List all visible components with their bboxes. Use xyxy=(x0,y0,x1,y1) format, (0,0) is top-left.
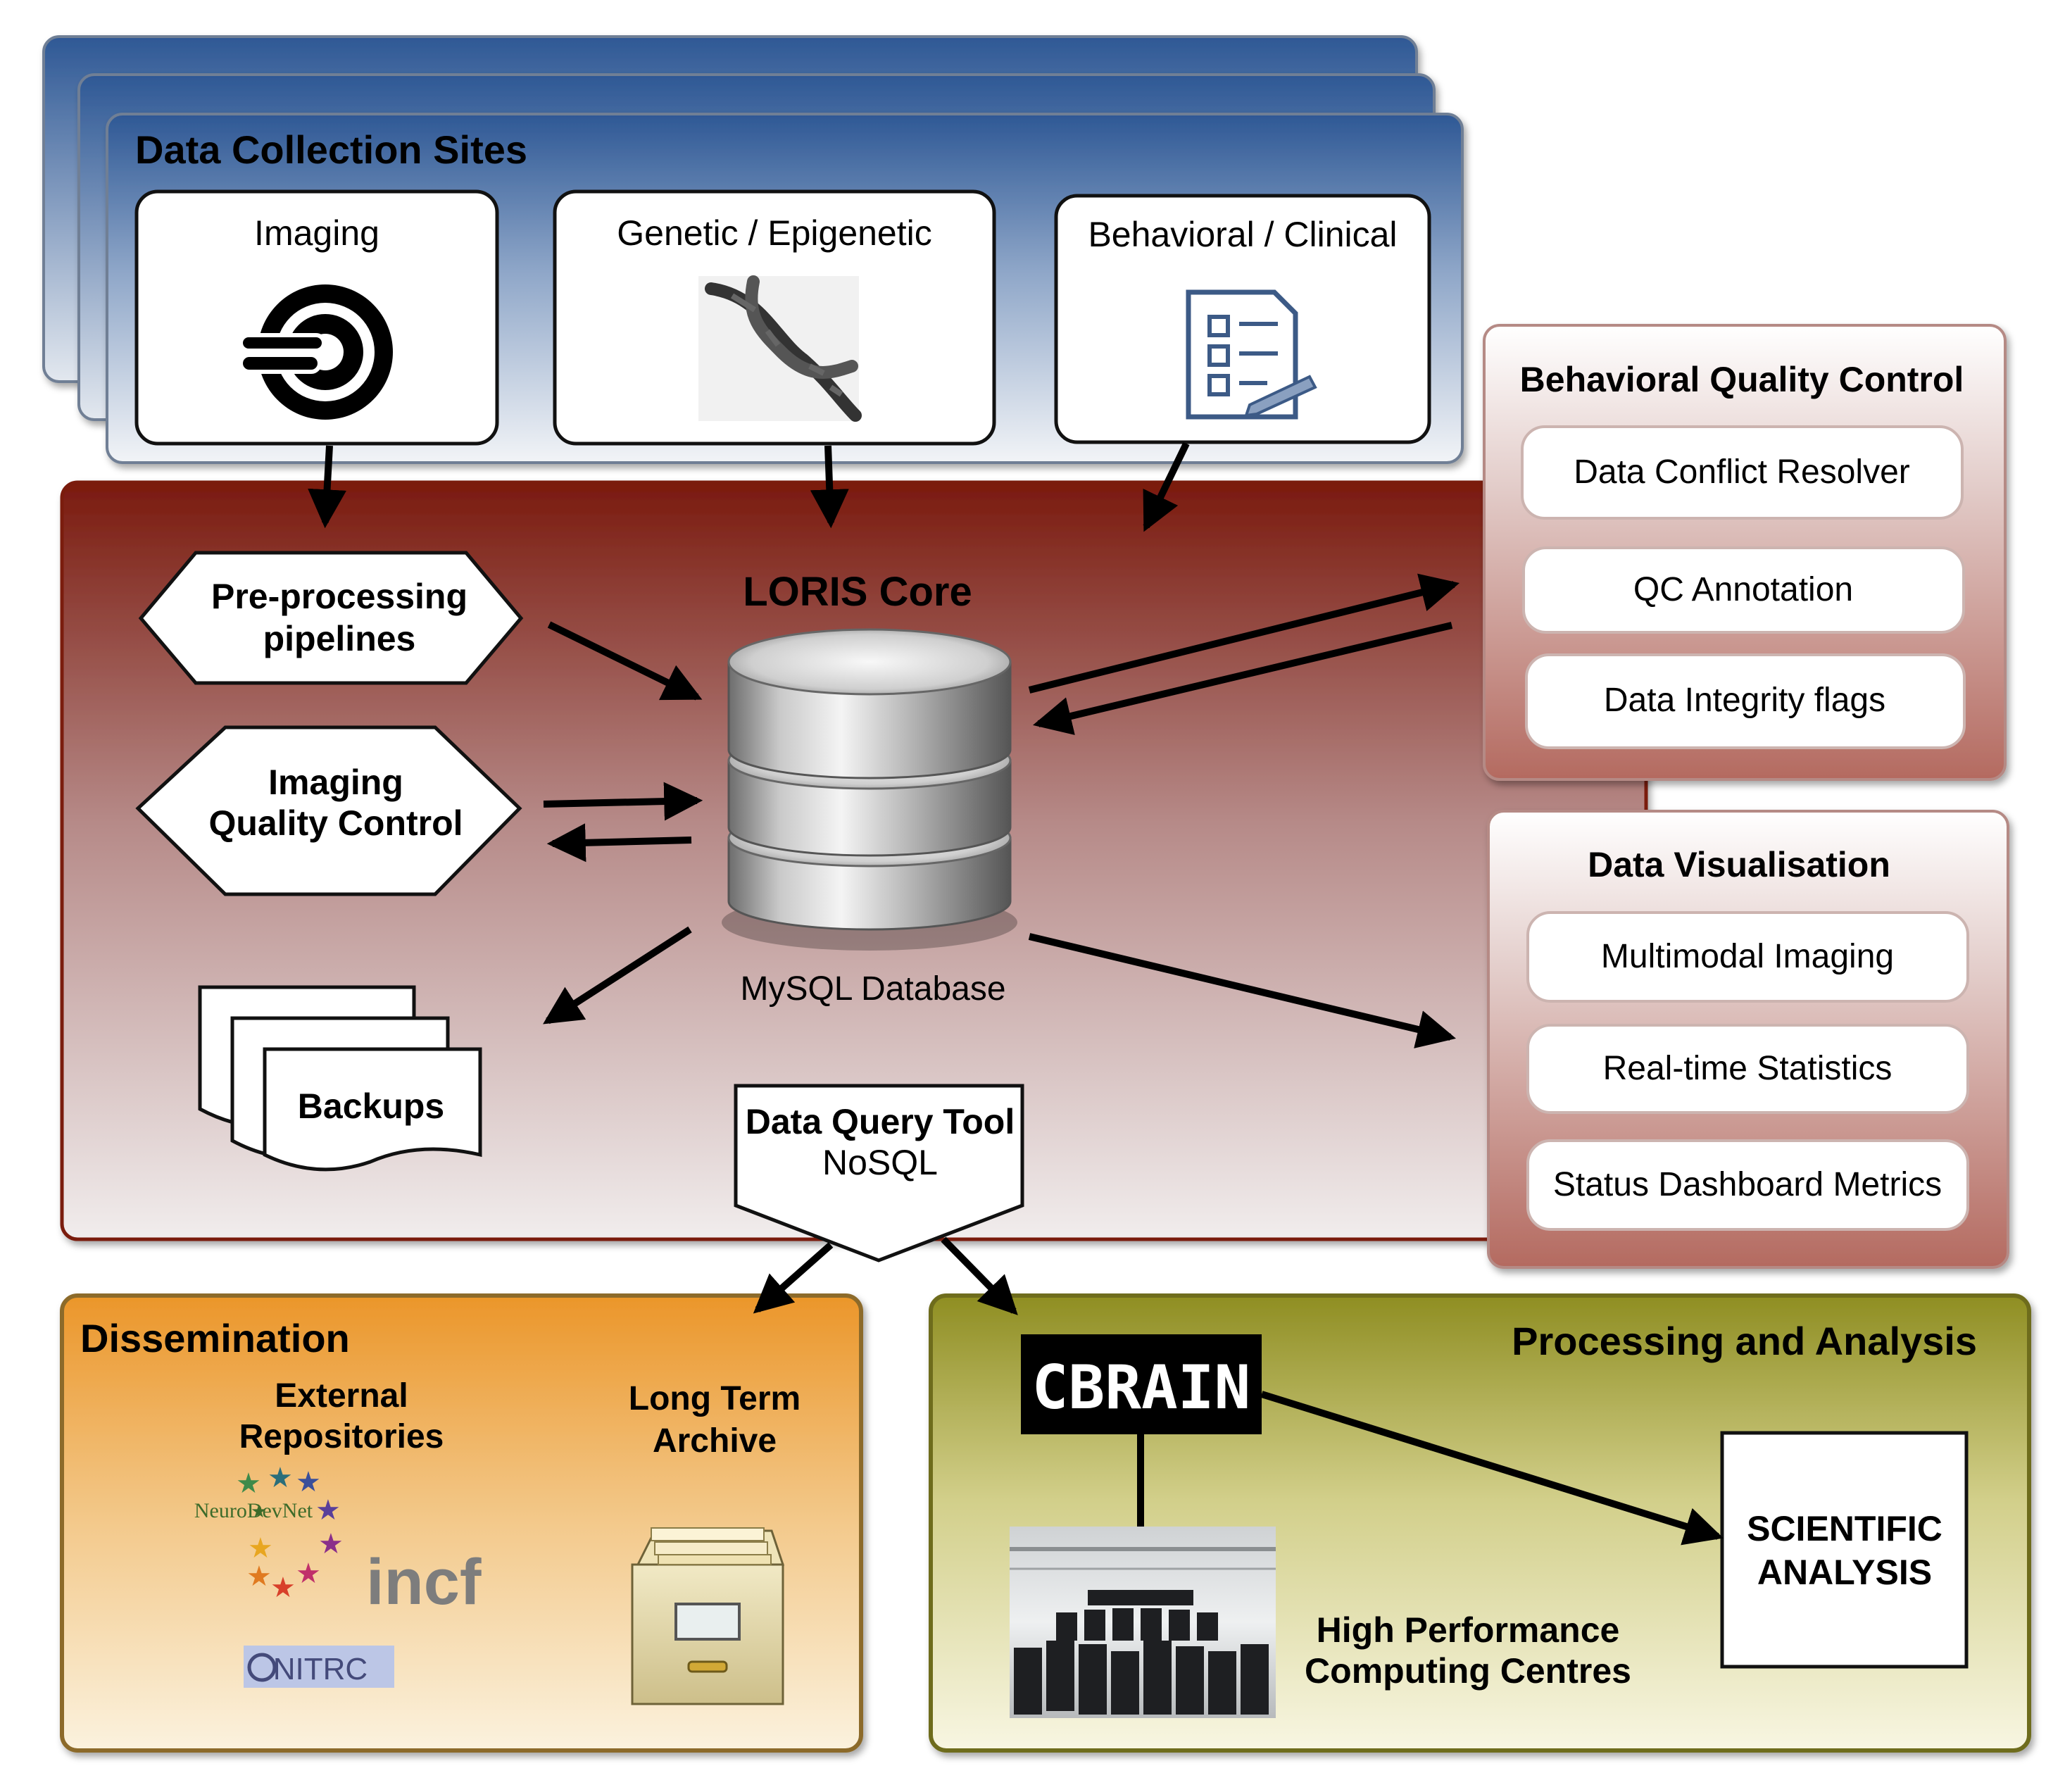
mysql-database-cylinder xyxy=(722,628,1017,951)
arrow-db-to-imaging-qc xyxy=(546,823,692,863)
cbrain-wordmark: CBRAIN xyxy=(1032,1353,1251,1423)
dqt-subtitle: NoSQL xyxy=(822,1143,938,1182)
hpc-line-1: High Performance xyxy=(1317,1610,1620,1650)
source-card-behavioral: Behavioral / Clinical xyxy=(1054,194,1431,444)
hpc-line-2: Computing Centres xyxy=(1305,1651,1631,1691)
nitrc-wordmark: NITRC xyxy=(273,1652,368,1686)
processing-analysis-panel: Processing and Analysis CBRAIN High Perf… xyxy=(929,1293,2031,1753)
real-time-statistics-label: Real-time Statistics xyxy=(1603,1050,1893,1087)
cbrain-logo xyxy=(1021,1334,1262,1434)
source-card-imaging: Imaging xyxy=(134,189,499,446)
mri-scanner-icon xyxy=(239,284,393,420)
imaging-quality-control-node: Imaging Quality Control xyxy=(135,725,522,896)
arrow-db-to-behavioral-qc xyxy=(1028,573,1460,694)
arrow-behavioral-qc-to-db xyxy=(1032,622,1453,735)
processing-analysis-title: Processing and Analysis xyxy=(1512,1319,1977,1363)
data-visualisation-panel: Data Visualisation Multimodal Imaging Re… xyxy=(1487,810,2009,1269)
svg-text:★: ★ xyxy=(270,1572,296,1604)
loris-core-title: LORIS Core xyxy=(743,569,972,615)
svg-text:★: ★ xyxy=(318,1528,344,1560)
scientific-analysis-line-1: SCIENTIFIC xyxy=(1747,1509,1942,1548)
arrow-dqt-to-dissemination xyxy=(753,1242,834,1314)
arrow-db-to-backups xyxy=(543,926,692,1025)
arrow-imaging-qc-to-db xyxy=(543,782,703,821)
dqt-title: Data Query Tool xyxy=(746,1102,1015,1141)
arrow-imaging-to-core xyxy=(308,445,347,529)
external-repositories-line-2: Repositories xyxy=(239,1418,444,1455)
preprocessing-pipelines-node: Pre-processing pipelines xyxy=(138,551,524,685)
svg-text:★: ★ xyxy=(248,1532,273,1565)
arrow-behavioral-to-core xyxy=(1143,441,1190,532)
behavioral-qc-title: Behavioral Quality Control xyxy=(1520,360,1964,399)
source-label-imaging: Imaging xyxy=(254,213,379,253)
clipboard-checklist-icon xyxy=(1186,289,1317,420)
incf-wordmark: incf xyxy=(366,1546,482,1618)
imaging-qc-line-1: Imaging xyxy=(268,763,403,802)
preprocessing-line-1: Pre-processing xyxy=(211,577,467,616)
arrow-db-to-visualisation xyxy=(1028,933,1457,1048)
dissemination-panel: Dissemination External Repositories Long… xyxy=(60,1293,863,1753)
data-collection-sites-panel: Data Collection Sites Imaging Genetic / … xyxy=(42,35,1464,464)
behavioral-qc-panel: Behavioral Quality Control Data Conflict… xyxy=(1483,324,2007,781)
arrow-cbrain-to-analysis xyxy=(1260,1391,1724,1546)
arrow-genetic-to-core xyxy=(810,445,849,529)
hpc-datacenter-image xyxy=(1010,1527,1276,1718)
preprocessing-line-2: pipelines xyxy=(263,619,416,658)
svg-text:★: ★ xyxy=(236,1467,261,1500)
svg-text:★: ★ xyxy=(296,1558,321,1590)
mysql-database-label: MySQL Database xyxy=(740,970,1005,1008)
star-icon: ★ xyxy=(251,1501,267,1522)
source-card-genetic: Genetic / Epigenetic xyxy=(553,189,996,446)
arrow-dqt-to-processing xyxy=(941,1236,1018,1315)
incf-logo: incf xyxy=(366,1546,482,1618)
imaging-qc-line-2: Quality Control xyxy=(208,803,463,843)
dissemination-title: Dissemination xyxy=(80,1316,350,1360)
svg-text:★: ★ xyxy=(246,1560,272,1593)
file-cabinet-icon xyxy=(631,1527,785,1705)
nitrc-logo: NITRC xyxy=(244,1646,394,1688)
data-conflict-resolver-label: Data Conflict Resolver xyxy=(1574,453,1910,491)
external-repositories-line-1: External xyxy=(275,1377,408,1415)
qc-annotation-label: QC Annotation xyxy=(1633,571,1853,608)
svg-text:★: ★ xyxy=(268,1462,293,1494)
source-label-genetic: Genetic / Epigenetic xyxy=(617,213,932,253)
data-collection-title: Data Collection Sites xyxy=(135,127,527,172)
data-visualisation-title: Data Visualisation xyxy=(1588,845,1890,884)
scientific-analysis-node: SCIENTIFIC ANALYSIS xyxy=(1720,1431,1969,1669)
dna-helix-icon xyxy=(698,275,862,422)
flow-arrows xyxy=(308,441,1724,1546)
star-ring-icon: ★ ★ ★ ★ ★ ★ ★ ★ ★ xyxy=(236,1462,344,1604)
backups-node: Backups xyxy=(198,985,482,1172)
arrow-preprocessing-to-db xyxy=(547,621,703,701)
backups-label: Backups xyxy=(298,1086,444,1126)
neurodevnet-logo: NeuroDevNet ★ . ★ ★ ★ ★ ★ ★ ★ ★ ★ xyxy=(194,1462,344,1604)
data-query-tool-node: Data Query Tool NoSQL xyxy=(734,1084,1024,1262)
status-dashboard-metrics-label: Status Dashboard Metrics xyxy=(1553,1166,1942,1203)
svg-text:★: ★ xyxy=(315,1494,341,1527)
svg-text:★: ★ xyxy=(296,1466,321,1498)
scientific-analysis-line-2: ANALYSIS xyxy=(1757,1553,1932,1592)
multimodal-imaging-label: Multimodal Imaging xyxy=(1601,938,1894,975)
source-label-behavioral: Behavioral / Clinical xyxy=(1088,215,1397,254)
long-term-archive-line-2: Archive xyxy=(653,1422,777,1460)
data-integrity-flags-label: Data Integrity flags xyxy=(1604,682,1885,719)
neurodevnet-wordmark: NeuroDevNet xyxy=(194,1499,313,1522)
long-term-archive-line-1: Long Term xyxy=(629,1380,801,1417)
